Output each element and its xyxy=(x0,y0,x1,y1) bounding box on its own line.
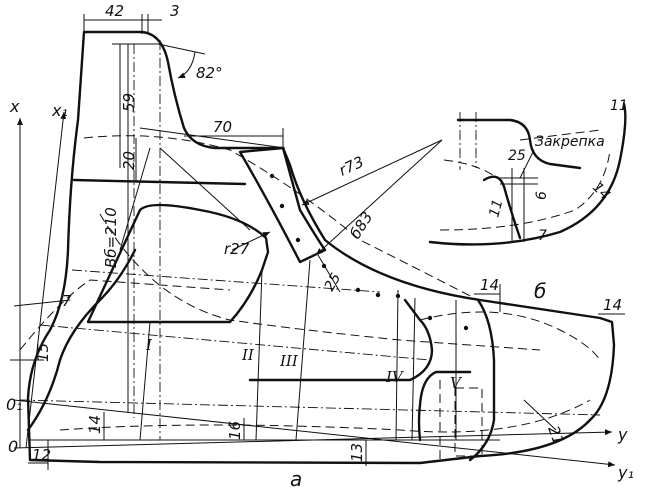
axes xyxy=(13,111,616,468)
dashed-line-4 xyxy=(59,399,591,433)
dim-70-label: 70 xyxy=(213,118,232,136)
section-I-label: I xyxy=(145,336,153,354)
top-edge-line xyxy=(72,178,247,186)
section-V-label: V xyxy=(450,374,463,392)
center-line-3 xyxy=(71,269,381,293)
dim-25-label: 25 xyxy=(322,270,345,294)
dashed-line-2 xyxy=(99,213,541,351)
dim-20-label: 20 xyxy=(120,151,138,170)
section-II-label: II xyxy=(241,346,255,364)
inner-window-contour xyxy=(86,203,270,324)
dim-42-label: 42 xyxy=(105,2,124,20)
axis-y-label: y xyxy=(617,425,628,444)
angle-ray xyxy=(157,43,206,55)
detail-dim-25-label: 25 xyxy=(508,148,526,164)
dim-14b-label: 14 xyxy=(603,296,622,314)
detail-zakrepka-leader xyxy=(519,149,535,179)
main-view: 42 3 82° 59 Вб=210 20 70 r73 б83 r27 25 xyxy=(6,2,634,490)
front-piece-contour xyxy=(468,298,496,462)
section-line-III xyxy=(295,259,311,441)
b83-label: б83 xyxy=(346,209,376,243)
stitch-dots xyxy=(269,173,469,331)
outer-contour xyxy=(26,30,616,465)
detail-zakrepka-label: Закрепка xyxy=(535,134,605,150)
origin-01-label: 0₁ xyxy=(6,395,23,414)
dim-7-label: 7 xyxy=(62,292,72,310)
section-IV-label: IV xyxy=(385,368,405,386)
detail-dim-11b-label: 11 xyxy=(486,198,506,219)
dim-7-line xyxy=(13,299,71,307)
dim-13-label: 13 xyxy=(348,443,366,462)
dim-3-label: 3 xyxy=(170,2,180,20)
angle-arc xyxy=(177,51,196,79)
detail-dim-7-label: 7 xyxy=(538,228,547,244)
center-line-4 xyxy=(19,399,601,416)
detail-dim-6-label: 6 xyxy=(534,191,550,200)
dashed-line-1 xyxy=(83,135,479,301)
dim-21-label: 21 xyxy=(544,423,567,447)
section-line-II xyxy=(255,269,263,441)
detail-outer-contour xyxy=(428,102,627,246)
section-line-V xyxy=(411,297,416,441)
center-line-5 xyxy=(39,324,431,361)
r27-leader xyxy=(231,231,271,251)
dim-14c-label: 14 xyxy=(86,415,104,434)
r73-leader xyxy=(301,139,443,206)
detail-upper-contour xyxy=(456,118,582,170)
dim-vb-label: Вб=210 xyxy=(102,207,120,268)
b83-leader xyxy=(315,139,443,256)
axis-x1-label: x₁ xyxy=(51,101,68,120)
axis-y1-label: y₁ xyxy=(617,463,634,482)
detail-view: Закрепка 25 11 11 6 7 14 б xyxy=(428,98,628,303)
detail-view-caption: б xyxy=(534,279,546,303)
dim-14a-label: 14 xyxy=(480,276,499,294)
slanted-line-2 xyxy=(159,147,251,231)
dim-12-label: 12 xyxy=(32,446,51,464)
r27-label: r27 xyxy=(224,240,250,258)
rear-piece-contour xyxy=(26,248,137,432)
section-line-IV xyxy=(395,289,399,441)
section-III-label: III xyxy=(279,352,299,370)
detail-thin-box xyxy=(500,168,538,242)
detail-dim-14-label: 14 xyxy=(589,180,613,204)
dim-25-line xyxy=(317,254,341,293)
origin-0-label: 0 xyxy=(8,437,18,456)
vamp-notch-contour xyxy=(248,298,472,442)
slanted-line-1 xyxy=(119,147,151,251)
dim-21-line xyxy=(523,399,557,431)
angle-82-label: 82° xyxy=(196,64,223,82)
r73-label: r73 xyxy=(336,153,367,180)
x1-axis-line xyxy=(25,111,67,449)
dashed-line-5 xyxy=(19,279,231,351)
dashed-line-3 xyxy=(419,311,601,361)
detail-dim-11a-label: 11 xyxy=(610,98,628,114)
main-view-caption: а xyxy=(290,467,302,490)
dim-15-label: 15 xyxy=(34,343,52,362)
detail-dash-2 xyxy=(439,149,611,231)
dim-59-label: 59 xyxy=(120,93,138,112)
dashed-line-6 xyxy=(439,380,483,460)
section-line-I xyxy=(139,321,151,441)
tongue-contour xyxy=(238,146,327,264)
axis-x-label: x xyxy=(9,97,20,116)
upper-panel-line xyxy=(139,127,286,149)
dim-16-label: 16 xyxy=(226,421,244,440)
y1-axis-line xyxy=(13,399,616,468)
